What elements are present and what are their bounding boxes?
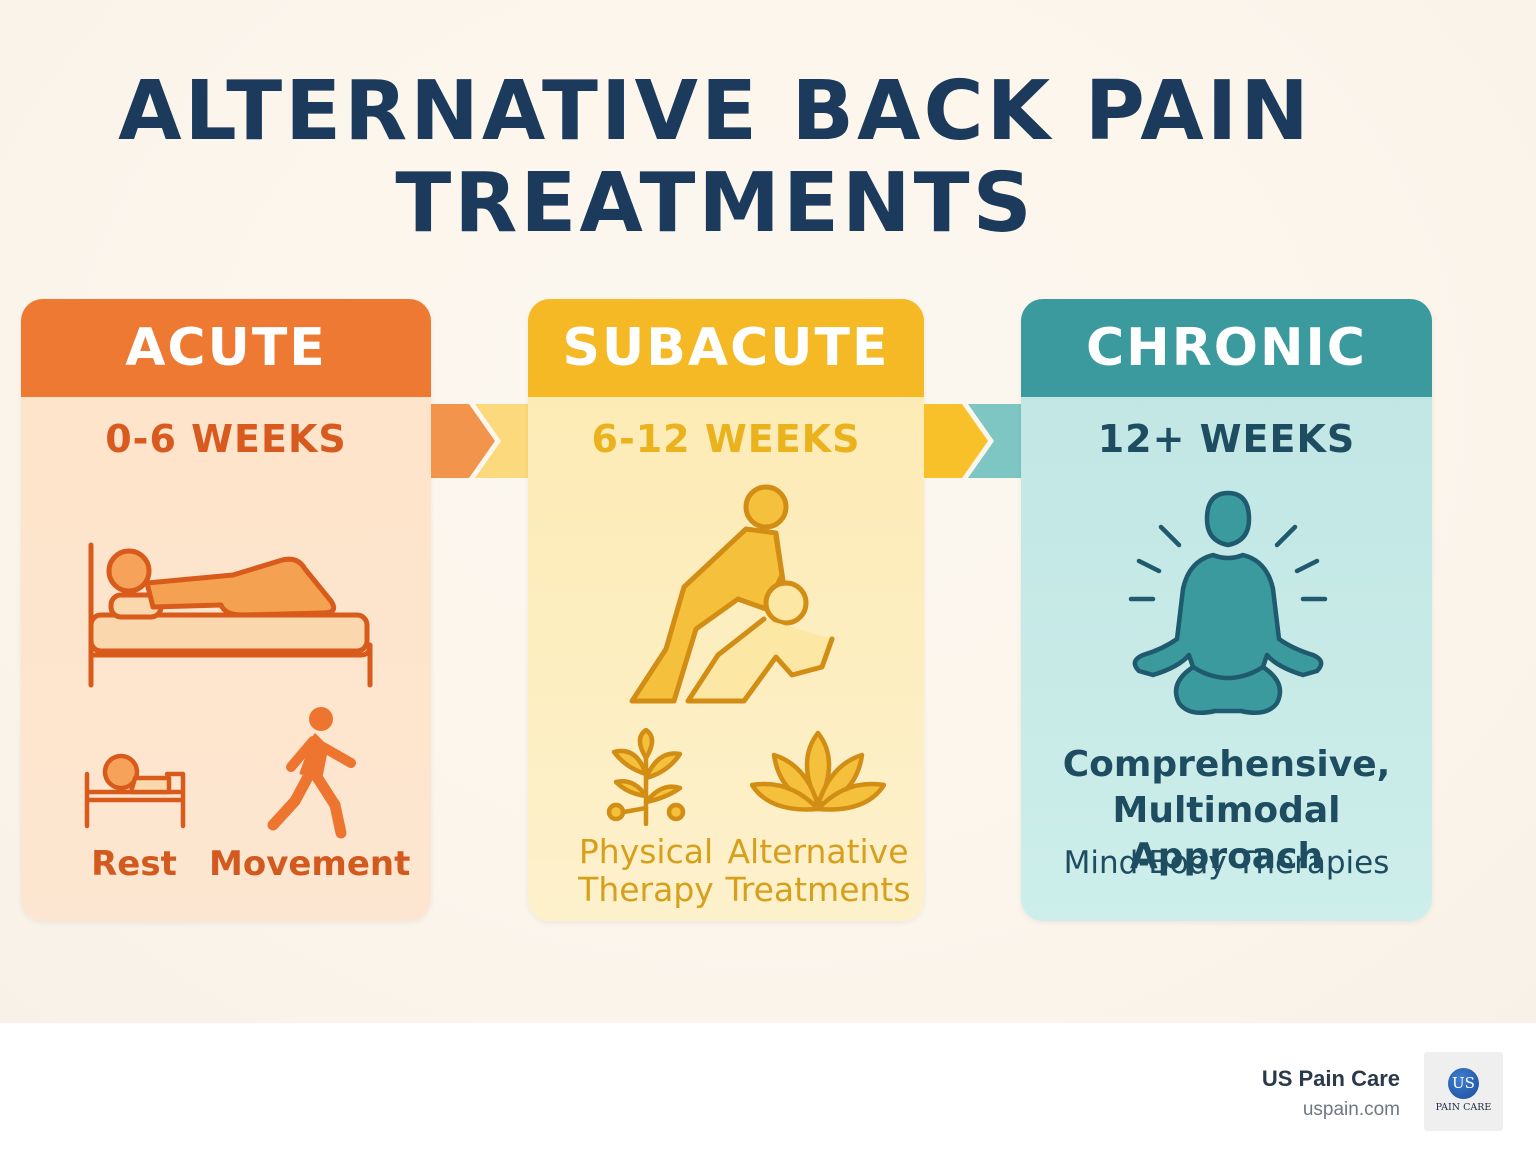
title-line-2: TREATMENTS: [395, 156, 1035, 251]
logo-text: PAIN CARE: [1435, 1102, 1492, 1113]
infographic: ALTERNATIVE BACK PAIN TREATMENTS ACUTE 0…: [0, 0, 1536, 1023]
meditating-person-icon: [1128, 490, 1328, 715]
treatment-alternative-treatments: Alternative Treatments: [720, 833, 916, 909]
chronic-approach: Comprehensive, Multimodal Approach: [1021, 742, 1432, 880]
treatment-physical-therapy-line-2: Therapy: [578, 870, 714, 909]
chronic-duration: 12+ WEEKS: [1097, 417, 1356, 461]
brand-logo[interactable]: US PAIN CARE: [1424, 1052, 1503, 1131]
acute-stage-header: ACUTE: [21, 299, 431, 397]
brand-url[interactable]: uspain.com: [1302, 1099, 1400, 1120]
logo-monogram: US: [1448, 1068, 1479, 1099]
treatment-alternative-line-1: Alternative: [727, 832, 909, 871]
treatment-movement: Movement: [209, 844, 411, 884]
title-line-1: ALTERNATIVE BACK PAIN: [118, 64, 1312, 159]
chronic-approach-line-1: Comprehensive,: [1062, 744, 1391, 785]
therapist-stretching-patient-icon: [629, 484, 835, 704]
footer: [0, 1023, 1536, 1154]
stage-arrow-2: [924, 404, 1021, 478]
chronic-stage-header: CHRONIC: [1021, 299, 1432, 397]
rest-in-bed-icon: [84, 753, 186, 829]
acute-stage-card: ACUTE 0-6 WEEKS: [21, 299, 431, 921]
stage-arrow-1: [431, 404, 528, 478]
treatment-alternative-line-2: Treatments: [725, 870, 911, 909]
treatment-physical-therapy: Physical Therapy: [566, 833, 726, 909]
page-title: ALTERNATIVE BACK PAIN TREATMENTS: [0, 66, 1430, 250]
chronic-stage-card: CHRONIC 12+ WEEKS Comprehensive, Multimo…: [1021, 299, 1432, 921]
treatment-physical-therapy-line-1: Physical: [578, 832, 714, 871]
lotus-flower-icon: [750, 730, 886, 812]
lying-in-bed-icon: [88, 542, 373, 688]
brand-name[interactable]: US Pain Care: [1261, 1066, 1400, 1091]
treatment-rest: Rest: [91, 844, 177, 884]
acute-duration: 0-6 WEEKS: [105, 417, 347, 461]
subacute-stage-header: SUBACUTE: [528, 299, 924, 397]
treatment-mind-body-therapies: Mind-Body Therapies: [1063, 845, 1390, 881]
subacute-stage-card: SUBACUTE 6-12 WEEKS: [528, 299, 924, 921]
walking-person-icon: [267, 707, 356, 839]
herb-branch-icon: [606, 728, 686, 826]
subacute-duration: 6-12 WEEKS: [591, 417, 861, 461]
chronic-approach-line-2: Multimodal Approach: [1112, 790, 1341, 877]
